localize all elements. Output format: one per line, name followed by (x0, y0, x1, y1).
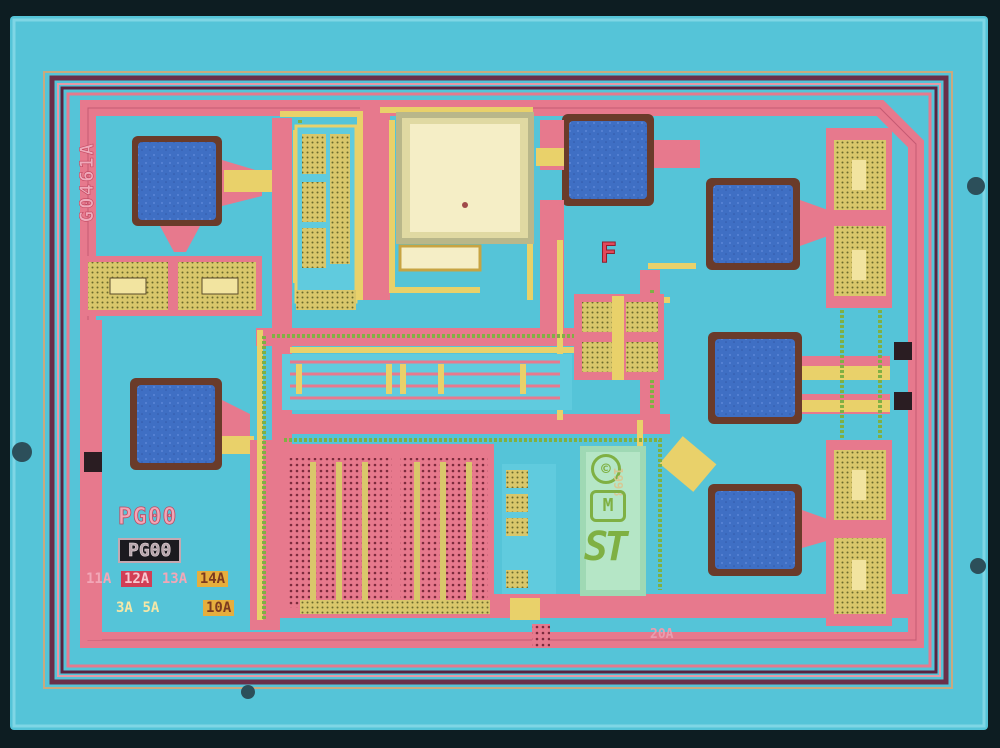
mask-step-14a: 14A (196, 571, 229, 587)
revision-letter: F (600, 236, 618, 270)
logic-rails (282, 354, 572, 410)
mask-step-13a: 13A (161, 571, 188, 587)
mask-step-row-1: 11A 12A 13A 14A (86, 568, 229, 587)
mask-step-3a: 3A (116, 600, 133, 616)
pg-label-inverse: PG00 (118, 538, 182, 563)
mask-step-11a: 11A (86, 571, 112, 587)
bond-pads (130, 114, 802, 576)
mask-step-row-2: 3A 5A 10A (116, 597, 235, 616)
mask-id-label: G0461A (76, 141, 99, 223)
brand-logo: ST (584, 524, 628, 570)
capacitor-block (396, 112, 534, 272)
mask-step-12a: 12A (120, 571, 153, 587)
mask-step-10a: 10A (203, 600, 235, 616)
seal-ring-outer (43, 71, 953, 689)
transistor-matrix (574, 294, 664, 380)
corner-step-label: 20A (650, 627, 674, 642)
copyright-icon: © (591, 454, 621, 484)
pg-label: PG00 (118, 504, 178, 531)
mask-step-5a: 5A (142, 600, 160, 616)
resistor-array (280, 444, 494, 618)
logo-m: M (590, 490, 626, 522)
logic-cells (294, 124, 358, 310)
